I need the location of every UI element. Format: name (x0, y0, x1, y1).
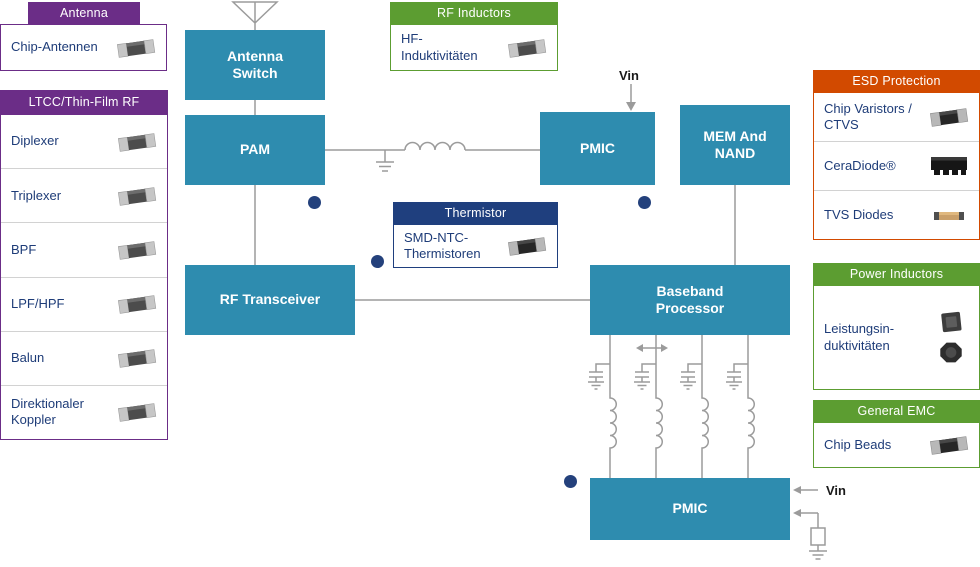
smd-chip-icon (115, 236, 159, 264)
antenna-category-body: Chip-Antennen (0, 24, 167, 71)
marker-dot-pam (308, 196, 321, 209)
ceradiode-icon (927, 152, 971, 180)
antenna-category-header: Antenna (28, 2, 140, 24)
product-label: Chip-Antennen (11, 39, 98, 55)
smd-chip-icon (114, 34, 158, 62)
smd-chip-icon (505, 232, 549, 260)
product-label: HF-Induktivitäten (401, 31, 478, 63)
arrow-left-icon (793, 486, 801, 494)
block-mem-nand: MEM And NAND (680, 105, 790, 185)
smd-chip-icon (115, 128, 159, 156)
power-inductor-icons (931, 310, 971, 365)
arrow-left-icon (793, 509, 801, 517)
thermistor-header: Thermistor (393, 202, 558, 224)
product-link-chip-beads[interactable]: Chip Beads (814, 423, 979, 467)
tvs-diode-icon (927, 201, 971, 229)
marker-dot-pmic-bottom (564, 475, 577, 488)
arrow-left-icon (636, 344, 643, 352)
vin-label-bottom: Vin (826, 483, 846, 498)
product-label: CeraDiode® (824, 157, 896, 173)
product-label: Diplexer (11, 133, 59, 149)
block-antenna-switch: Antenna Switch (185, 30, 325, 100)
esd-protection-header: ESD Protection (813, 70, 980, 92)
block-label: PMIC (672, 500, 708, 517)
product-link-direktionaler-koppler[interactable]: Direktionaler Koppler (1, 384, 167, 439)
vin-label-top: Vin (619, 68, 639, 83)
smd-chip-icon (115, 290, 159, 318)
product-label: Chip Varistors / CTVS (824, 100, 912, 132)
product-link-leistungsinduktivitaeten[interactable]: Leistungsin-duktivitäten (814, 286, 979, 389)
product-link-diplexer[interactable]: Diplexer (1, 115, 167, 168)
product-label: Direktionaler Koppler (11, 396, 84, 428)
product-label: TVS Diodes (824, 206, 894, 222)
rf-inductors-body: HF-Induktivitäten (390, 24, 558, 71)
block-rf-transceiver: RF Transceiver (185, 265, 355, 335)
product-link-chip-antennen[interactable]: Chip-Antennen (1, 25, 166, 70)
product-label: LPF/HPF (11, 295, 65, 311)
power-inductor-octagon-icon (931, 340, 971, 365)
antenna-symbol-icon (231, 1, 279, 30)
block-label: RF Transceiver (219, 291, 321, 308)
product-label: Leistungsin-duktivitäten (824, 321, 895, 353)
ltcc-category-header: LTCC/Thin-Film RF (0, 90, 168, 114)
ground-icon (809, 545, 827, 560)
product-label: Triplexer (11, 187, 62, 203)
block-baseband-processor: Baseband Processor (590, 265, 790, 335)
block-label: PAM (239, 141, 271, 158)
smd-chip-icon (115, 344, 159, 372)
general-emc-header: General EMC (813, 400, 980, 422)
ground-icon (376, 150, 394, 172)
product-link-smd-ntc-thermistoren[interactable]: SMD-NTC-Thermistoren (394, 225, 557, 267)
product-link-ceradiode[interactable]: CeraDiode® (814, 141, 979, 190)
smd-chip-icon (927, 431, 971, 459)
product-link-triplexer[interactable]: Triplexer (1, 168, 167, 222)
smd-chip-icon (115, 398, 159, 426)
product-label: Balun (11, 350, 45, 366)
rf-inductors-header: RF Inductors (390, 2, 558, 24)
product-link-tvs-diodes[interactable]: TVS Diodes (814, 190, 979, 239)
product-label: Chip Beads (824, 436, 892, 452)
block-pmic-bottom: PMIC (590, 478, 790, 540)
power-inductors-body: Leistungsin-duktivitäten (813, 285, 980, 390)
block-label: Antenna Switch (227, 47, 283, 82)
shunt-capacitor-icon (726, 363, 748, 390)
smd-chip-icon (927, 103, 971, 131)
product-link-hf-induktivitaeten[interactable]: HF-Induktivitäten (391, 25, 557, 70)
marker-dot-thermistor (371, 255, 384, 268)
shunt-capacitor-icon (680, 363, 702, 390)
smd-chip-icon (115, 182, 159, 210)
block-label: Baseband Processor (655, 282, 725, 317)
capacitor-body-icon (810, 527, 826, 546)
block-label: MEM And NAND (703, 127, 767, 162)
product-label: SMD-NTC-Thermistoren (404, 229, 481, 261)
esd-protection-body: Chip Varistors / CTVS CeraDiode® TVS Dio… (813, 92, 980, 240)
product-link-bpf[interactable]: BPF (1, 222, 167, 276)
block-pam: PAM (185, 115, 325, 185)
arrow-right-icon (661, 344, 668, 352)
power-inductor-square-icon (931, 310, 971, 335)
shunt-capacitor-icon (634, 363, 656, 390)
product-link-chip-varistors[interactable]: Chip Varistors / CTVS (814, 93, 979, 141)
shunt-capacitor-icon (588, 363, 610, 390)
general-emc-body: Chip Beads (813, 422, 980, 468)
block-label: PMIC (580, 139, 615, 156)
block-pmic-top: PMIC (540, 112, 655, 185)
series-inductor-icon (404, 141, 466, 151)
thermistor-body: SMD-NTC-Thermistoren (393, 224, 558, 268)
ltcc-category-body: Diplexer Triplexer BPF LPF/HPF Balun Dir… (0, 114, 168, 440)
marker-dot-pmic-top (638, 196, 651, 209)
product-label: BPF (11, 241, 37, 257)
product-link-lpf-hpf[interactable]: LPF/HPF (1, 276, 167, 331)
arrow-down-icon (626, 102, 636, 111)
smd-chip-icon (505, 34, 549, 62)
power-inductors-header: Power Inductors (813, 263, 980, 285)
product-link-balun[interactable]: Balun (1, 330, 167, 385)
